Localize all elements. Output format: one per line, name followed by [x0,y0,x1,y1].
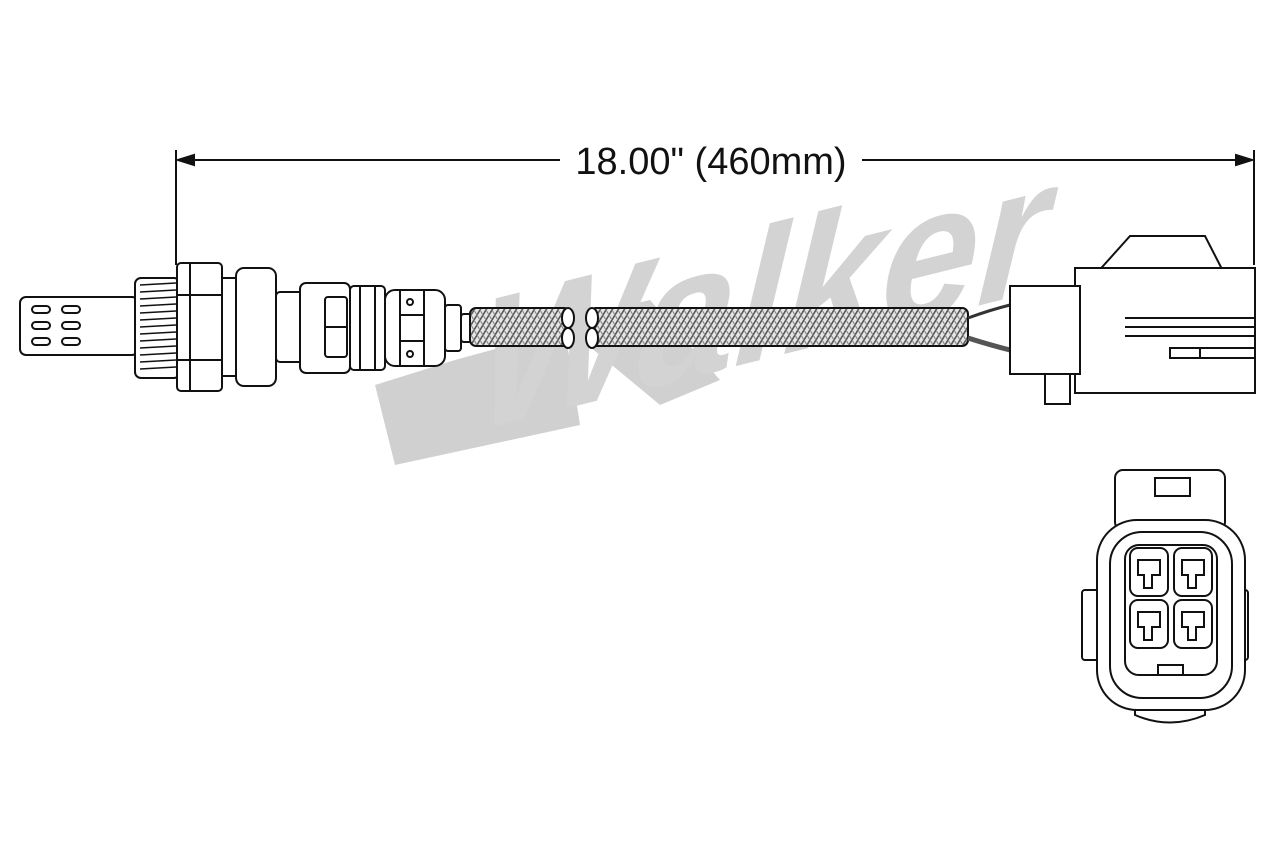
connector-pin-4 [1173,599,1213,649]
connector-pin-3 [1129,599,1169,649]
sensor-shield-sleeve [299,282,474,374]
connector-front-view [1081,469,1249,724]
braided-cable-left [469,307,575,349]
connector-pin-2 [1173,547,1213,597]
braided-cable-right [585,303,1011,353]
connector-pin-1 [1129,547,1169,597]
dimension-label: 18.00" (460mm) [575,141,846,183]
sensor-tip [19,296,139,356]
sensor-thread [134,277,181,379]
sensor-hex-body [176,262,305,392]
connector-side-view [1009,235,1256,405]
dimension-line [174,150,1256,265]
